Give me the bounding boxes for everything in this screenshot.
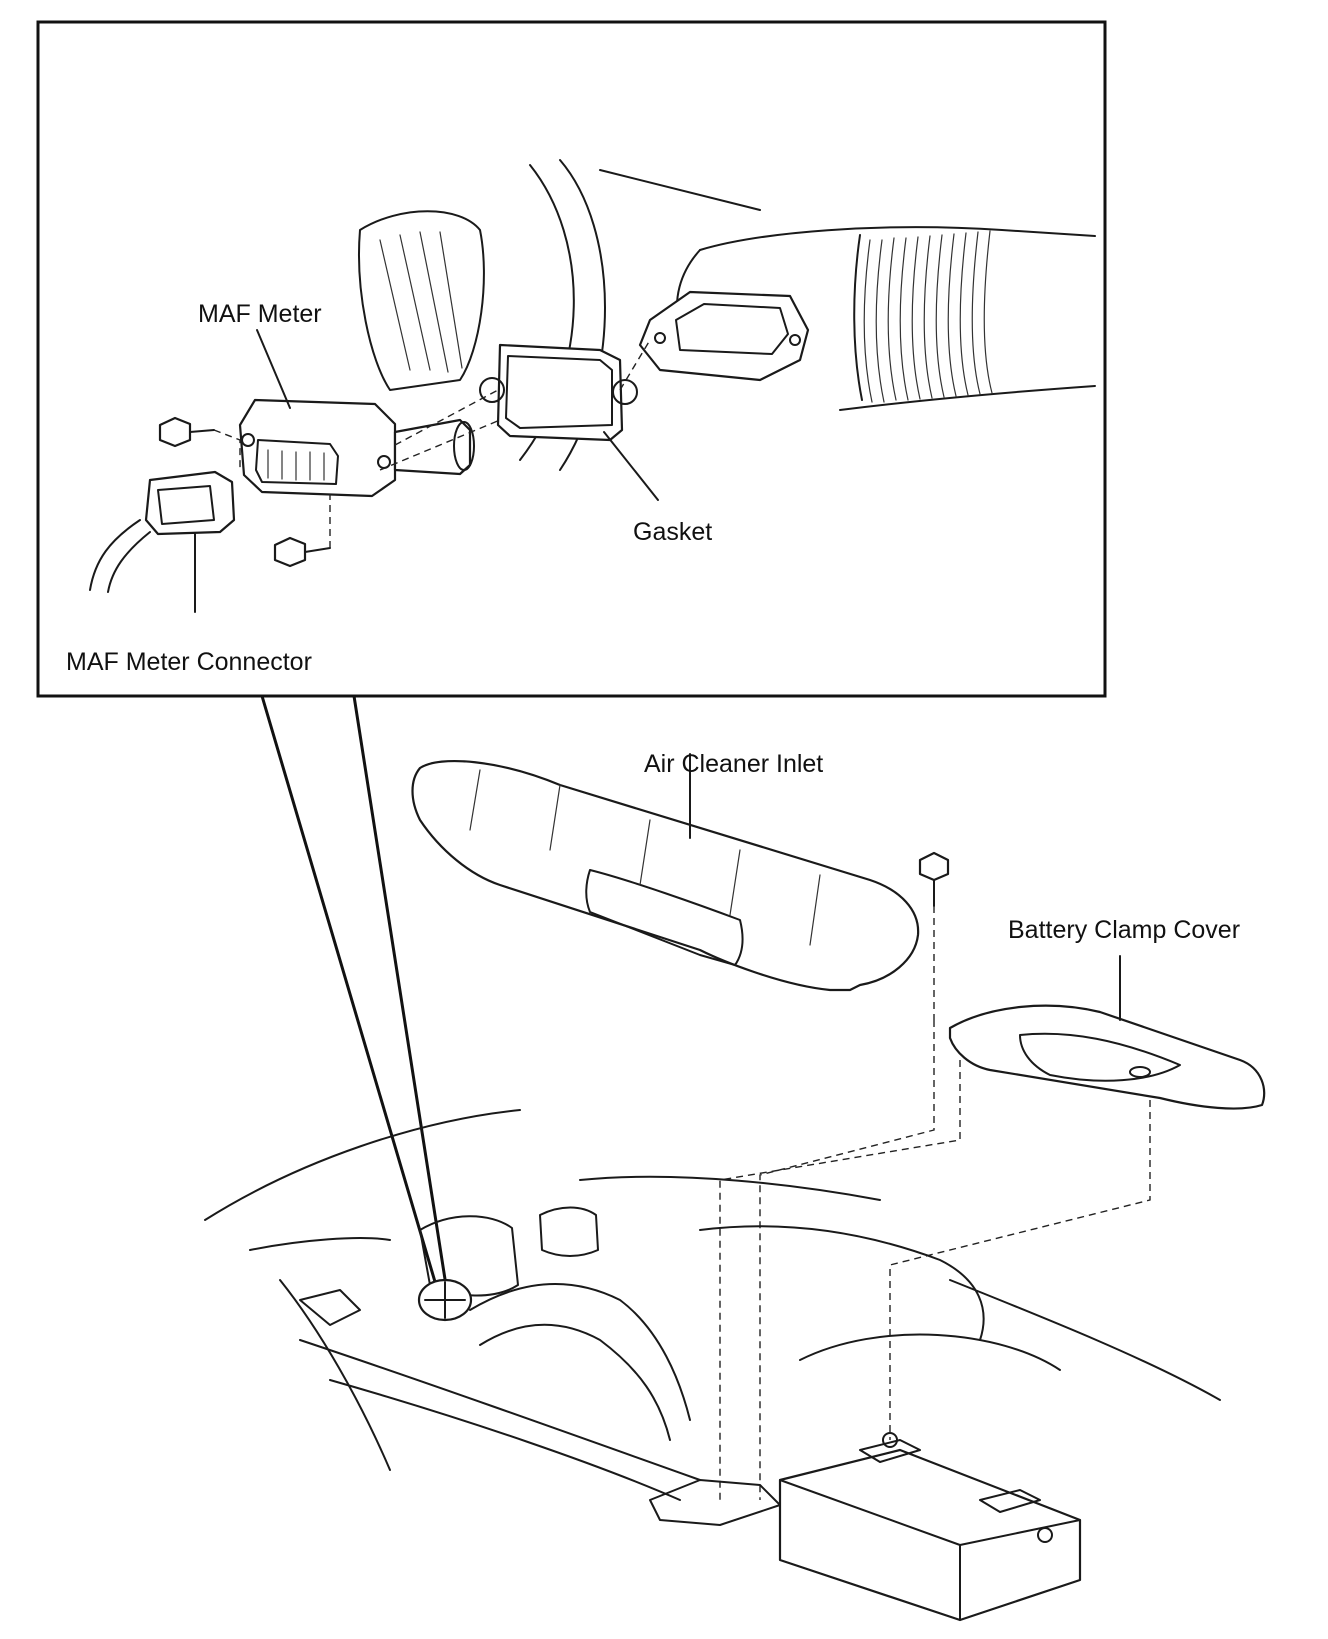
- maf-connector: [89, 470, 236, 593]
- battery: [778, 1432, 1082, 1622]
- inset-leaders: [194, 329, 659, 613]
- label-air-cleaner-inlet: Air Cleaner Inlet: [644, 750, 824, 778]
- intake-hose: [519, 159, 1096, 471]
- battery-clamp-cover: [948, 955, 1266, 1110]
- screw-top: [158, 416, 215, 448]
- gasket: [479, 343, 638, 442]
- label-battery-clamp-cover: Battery Clamp Cover: [1008, 916, 1241, 944]
- bay-assembly-lines: [719, 1020, 1151, 1500]
- maf-meter: [238, 398, 475, 498]
- screw-bottom: [273, 536, 331, 568]
- label-maf-meter-connector: MAF Meter Connector: [66, 648, 312, 676]
- air-cleaner-inlet: [411, 753, 920, 992]
- inset-callout-lines: [260, 694, 449, 1294]
- flange: [638, 290, 810, 382]
- engine-bay: [204, 1109, 1221, 1526]
- label-gasket: Gasket: [633, 518, 713, 546]
- maf-location-marker: [417, 1278, 473, 1322]
- inset-assembly-lines: [213, 339, 651, 548]
- label-maf-meter: MAF Meter: [198, 300, 322, 328]
- inlet-bolt: [918, 851, 950, 1020]
- air-cleaner-housing: [358, 210, 485, 391]
